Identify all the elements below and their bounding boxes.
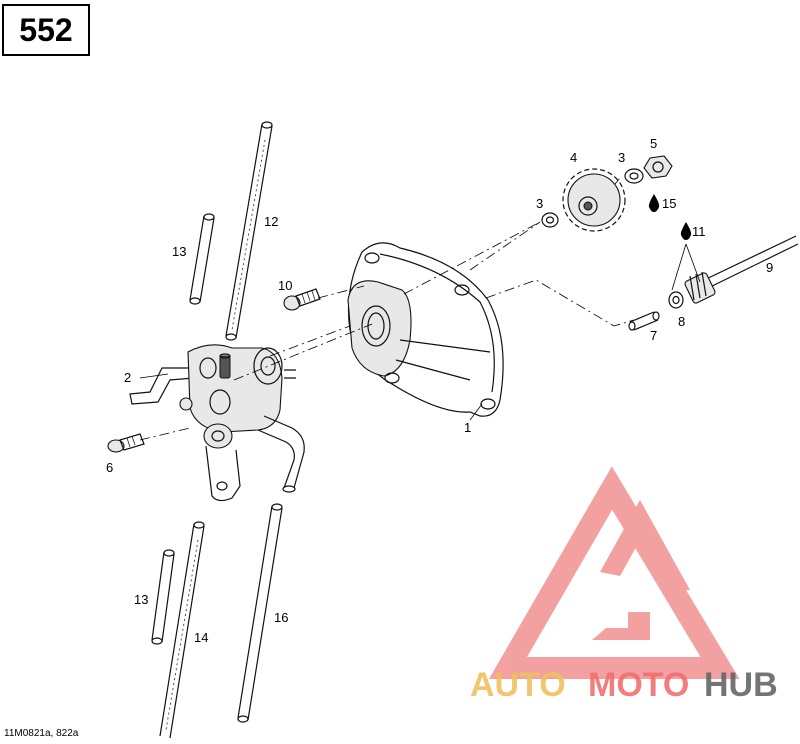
callout-13a: 13 xyxy=(172,244,186,259)
watermark-logo xyxy=(488,466,740,679)
callout-10: 10 xyxy=(278,278,292,293)
watermark-word-moto: MOTO xyxy=(588,666,689,704)
callout-14: 14 xyxy=(194,630,208,645)
oil-drop-icon xyxy=(648,194,660,212)
callout-2: 2 xyxy=(124,370,131,385)
callout-4: 4 xyxy=(570,150,577,165)
watermark-g-shape xyxy=(592,612,650,640)
figure-code: 11M0821a, 822a xyxy=(4,728,79,739)
callout-7: 7 xyxy=(650,328,657,343)
callout-8: 8 xyxy=(678,314,685,329)
callout-leaders xyxy=(139,373,483,421)
part-9-shaft xyxy=(684,235,799,304)
callout-1: 1 xyxy=(464,420,471,435)
page-number-badge: 552 xyxy=(2,4,90,56)
callout-11: 11 xyxy=(692,224,706,239)
watermark-triangle xyxy=(488,466,740,679)
part-10-bolt xyxy=(283,288,321,311)
callout-6: 6 xyxy=(106,460,113,475)
callout-9: 9 xyxy=(766,260,773,275)
part-3-washer-a xyxy=(541,212,559,228)
part-1-housing xyxy=(347,242,504,417)
watermark-word-hub: HUB xyxy=(704,666,778,704)
part-16-tube xyxy=(237,503,283,723)
part-3-washer-b xyxy=(624,168,644,184)
part-6-bolt xyxy=(107,433,145,453)
watermark-inner-mark xyxy=(600,500,690,590)
part-13-tube-upper xyxy=(189,213,215,305)
oil-drop-icon xyxy=(680,222,692,240)
callout-16: 16 xyxy=(274,610,288,625)
pump-assembly xyxy=(129,344,305,502)
part-8-washer xyxy=(668,291,684,309)
part-5-nut xyxy=(643,155,673,179)
callout-15: 15 xyxy=(662,196,676,211)
callout-3b: 3 xyxy=(618,150,625,165)
watermark-word-auto: AUTO xyxy=(470,666,566,704)
part-14-hose xyxy=(159,521,205,739)
part-7-pin xyxy=(628,311,660,331)
part-11-leaders xyxy=(671,243,701,291)
part-12-hose xyxy=(225,121,273,341)
callout-13b: 13 xyxy=(134,592,148,607)
page-number: 552 xyxy=(19,11,73,48)
callout-12: 12 xyxy=(264,214,278,229)
callout-3a: 3 xyxy=(536,196,543,211)
part-4-gear xyxy=(562,168,626,232)
callout-5: 5 xyxy=(650,136,657,151)
part-13-tube-lower xyxy=(151,549,175,645)
